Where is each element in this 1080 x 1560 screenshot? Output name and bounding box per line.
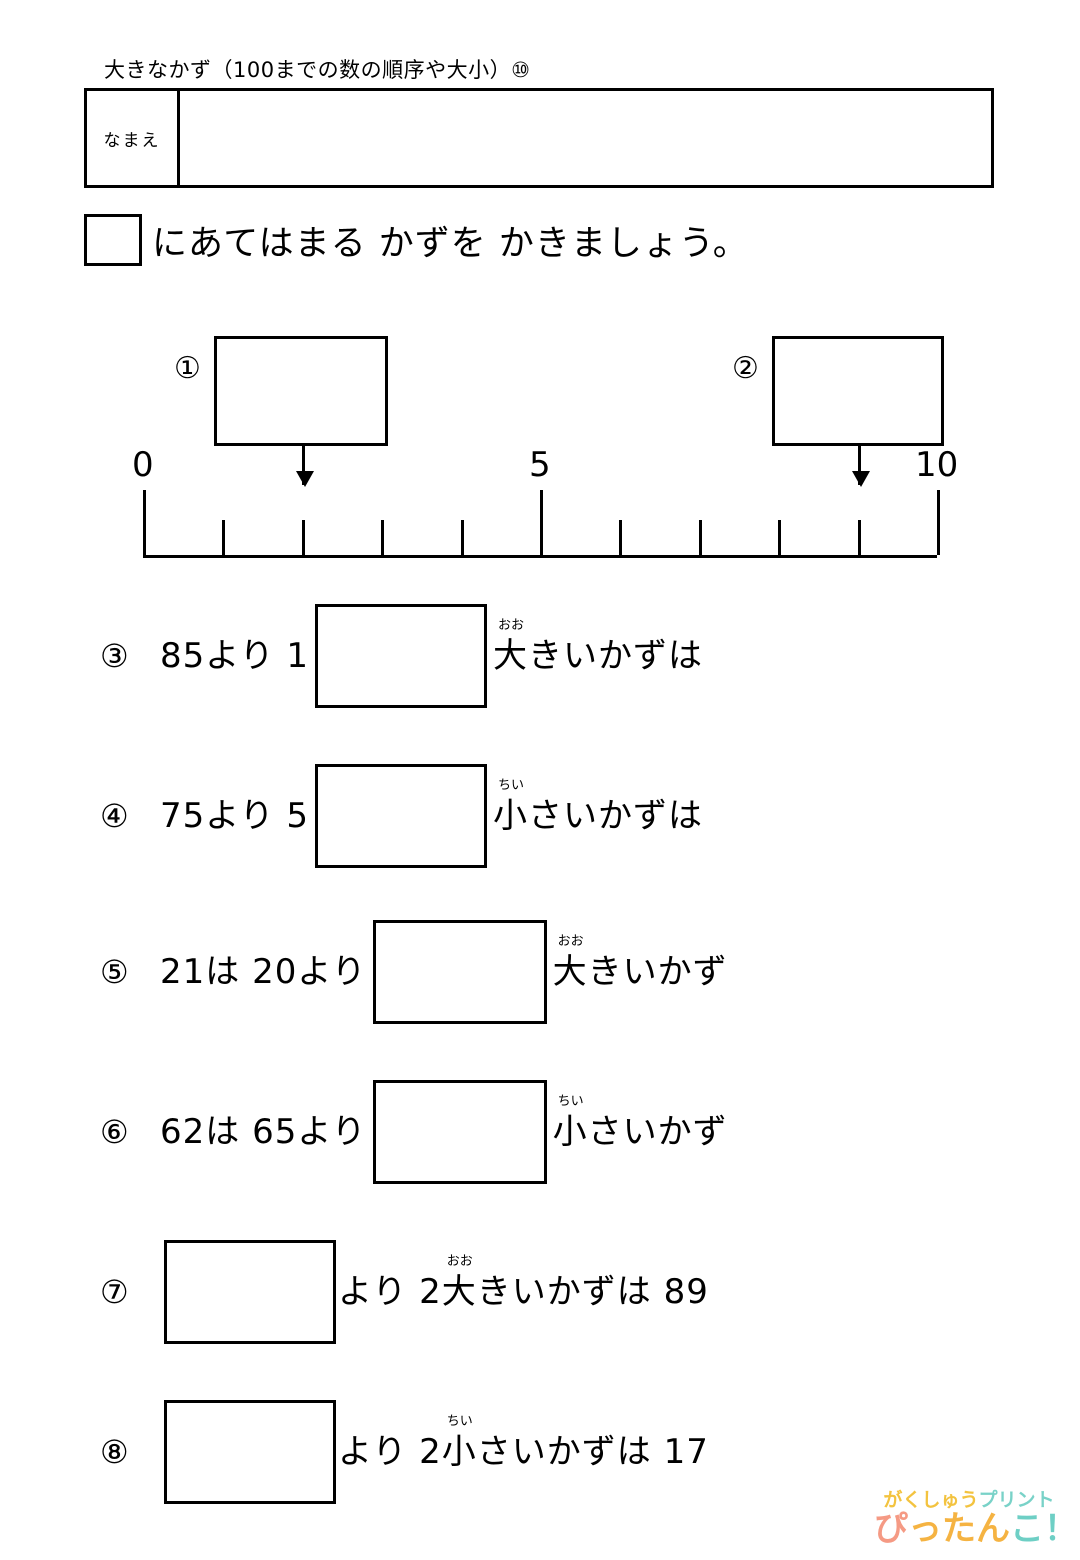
question-row: ⑧ より 2 ちい小さいかずは 17 [0,1400,1080,1504]
site-logo: がくしゅうプリント ぴったんこ！ [874,1491,1078,1549]
number-line-axis [143,555,937,558]
logo-line-2: ぴったんこ！ [874,1509,1078,1549]
number-line-label-0: 0 [132,445,154,485]
question-answer-box[interactable] [164,1400,336,1504]
kanji-base: 小 [552,1112,588,1152]
question-text-pre: 85より 1 [160,636,310,676]
furigana-text: おお [557,934,584,949]
question-answer-box[interactable] [315,604,488,708]
number-line-item-marker-1: ① [174,351,201,386]
question-text-ruby-part: ちい小さいかず [552,1095,728,1152]
number-line-minor-tick [460,520,464,555]
question-text-ruby-part: おお大きいかずは [493,619,704,676]
question-row: ⑥ 62は 65より ちい小さいかず [0,1080,1080,1184]
name-field-table: なまえ [84,88,994,188]
logo-char: が [883,1489,903,1511]
question-text-post: きいかず [587,952,728,992]
furigana-text: おお [446,1254,473,1269]
logo-char: ん [976,1509,1010,1549]
question-text-post: さいかずは 17 [476,1432,709,1472]
question-row: ③ 85より 1 おお大きいかずは [0,604,1080,708]
logo-char: リ [997,1489,1017,1511]
question-marker: ③ [100,637,129,675]
question-answer-box[interactable] [372,1080,547,1184]
question-answer-box[interactable] [315,764,488,868]
question-marker: ⑤ [100,953,129,991]
number-line-minor-tick [778,520,782,555]
kanji-base: 大 [441,1272,477,1312]
number-line-pointer-arrow-1 [295,446,314,487]
logo-char: ゅ [940,1489,960,1511]
instruction-text: にあてはまる かずを かきましょう。 [152,223,749,264]
instruction-sample-box [84,214,142,266]
number-line-pointer-arrow-2 [851,446,870,487]
number-line-item-marker-2: ② [732,351,759,386]
number-line-figure: 0 5 10 ① ② [0,320,1080,580]
question-text-post: さいかずは [528,796,704,836]
question-row: ④ 75より 5 ちい小さいかずは [0,764,1080,868]
number-line-minor-tick [381,520,385,555]
logo-char: ン [1016,1489,1036,1511]
number-line-minor-tick [301,520,305,555]
logo-char: こ [1010,1509,1044,1549]
number-line-minor-tick [698,520,702,555]
question-text-ruby-part: ちい小さいかずは 17 [441,1415,709,1472]
number-line-label-10: 10 [915,445,959,485]
logo-char: ！ [1044,1509,1078,1549]
logo-line-1: がくしゅうプリント [874,1491,1064,1510]
logo-char: プ [978,1489,998,1511]
kanji-base: 大 [493,636,529,676]
logo-char: く [902,1489,922,1511]
instruction-row: にあてはまる かずを かきましょう。 [84,214,749,266]
question-row: ⑤ 21は 20より おお大きいかず [0,920,1080,1024]
question-text-post: さいかず [587,1112,728,1152]
number-line-minor-tick [857,520,861,555]
question-answer-box[interactable] [164,1240,336,1344]
question-text-pre: 62は 65より [160,1112,367,1152]
number-line-label-5: 5 [529,445,551,485]
number-line-answer-box-2[interactable] [772,336,944,446]
question-text-pre: 21は 20より [160,952,367,992]
question-text-ruby-part: ちい小さいかずは [493,779,704,836]
kanji-base: 小 [441,1432,477,1472]
question-answer-box[interactable] [372,920,547,1024]
question-marker: ⑦ [100,1273,129,1311]
question-text-pre: より 2 [338,1272,442,1312]
question-text-pre: 75より 5 [160,796,310,836]
kanji-base: 小 [493,796,529,836]
furigana-text: ちい [498,778,525,793]
furigana-text: ちい [557,1094,584,1109]
logo-char: ぴ [874,1509,908,1549]
logo-char: っ [908,1509,942,1549]
kanji-base: 大 [552,952,588,992]
question-marker: ⑥ [100,1113,129,1151]
number-line-major-tick [540,490,543,555]
question-text-post: きいかずは 89 [476,1272,709,1312]
page-title: 大きなかず（100までの数の順序や大小）⑩ [104,58,531,82]
question-text-post: きいかずは [528,636,704,676]
question-marker: ④ [100,797,129,835]
question-marker: ⑧ [100,1433,129,1471]
logo-char: う [959,1489,979,1511]
number-line-answer-box-1[interactable] [214,336,388,446]
furigana-text: ちい [446,1414,473,1429]
name-field-label-cell: なまえ [87,91,180,185]
number-line-major-tick [143,490,146,555]
logo-char: た [942,1509,976,1549]
logo-char: し [921,1489,941,1511]
number-line-major-tick [937,490,940,555]
name-field-input[interactable] [180,91,991,185]
logo-char: ト [1035,1489,1055,1511]
number-line-minor-tick [619,520,623,555]
question-row: ⑦ より 2 おお大きいかずは 89 [0,1240,1080,1344]
question-text-pre: より 2 [338,1432,442,1472]
question-text-ruby-part: おお大きいかず [552,935,728,992]
question-text-ruby-part: おお大きいかずは 89 [441,1255,709,1312]
number-line-minor-tick [222,520,226,555]
furigana-text: おお [498,618,525,633]
name-field-label: なまえ [103,130,161,151]
